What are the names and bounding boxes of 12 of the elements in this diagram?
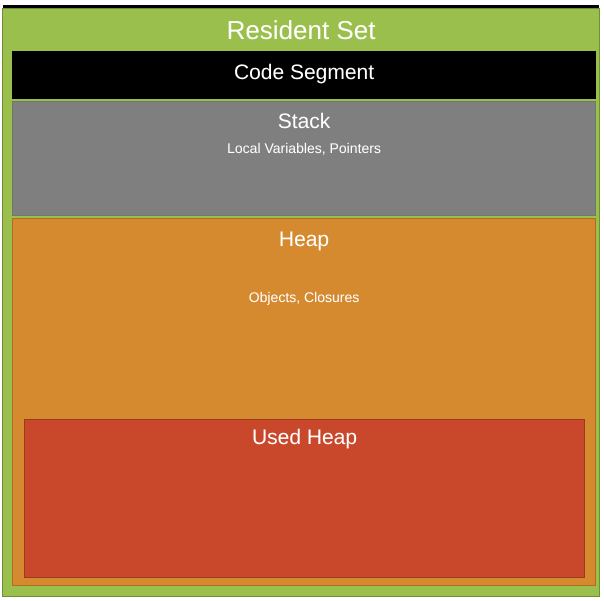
memory-region-box bbox=[24, 419, 585, 578]
memory-region-box bbox=[2, 8, 600, 597]
memory-region-box bbox=[12, 51, 596, 99]
region-title: Resident Set bbox=[226, 16, 376, 46]
region-description: Objects, Closures bbox=[248, 289, 360, 306]
memory-region-box bbox=[12, 218, 596, 586]
region-title: Code Segment bbox=[234, 61, 374, 86]
region-title: Heap bbox=[278, 228, 330, 252]
region-title: Stack bbox=[278, 110, 330, 134]
region-title: Used Heap bbox=[252, 426, 358, 450]
region-description: Local Variables, Pointers bbox=[227, 140, 381, 156]
memory-region-box bbox=[12, 101, 596, 216]
